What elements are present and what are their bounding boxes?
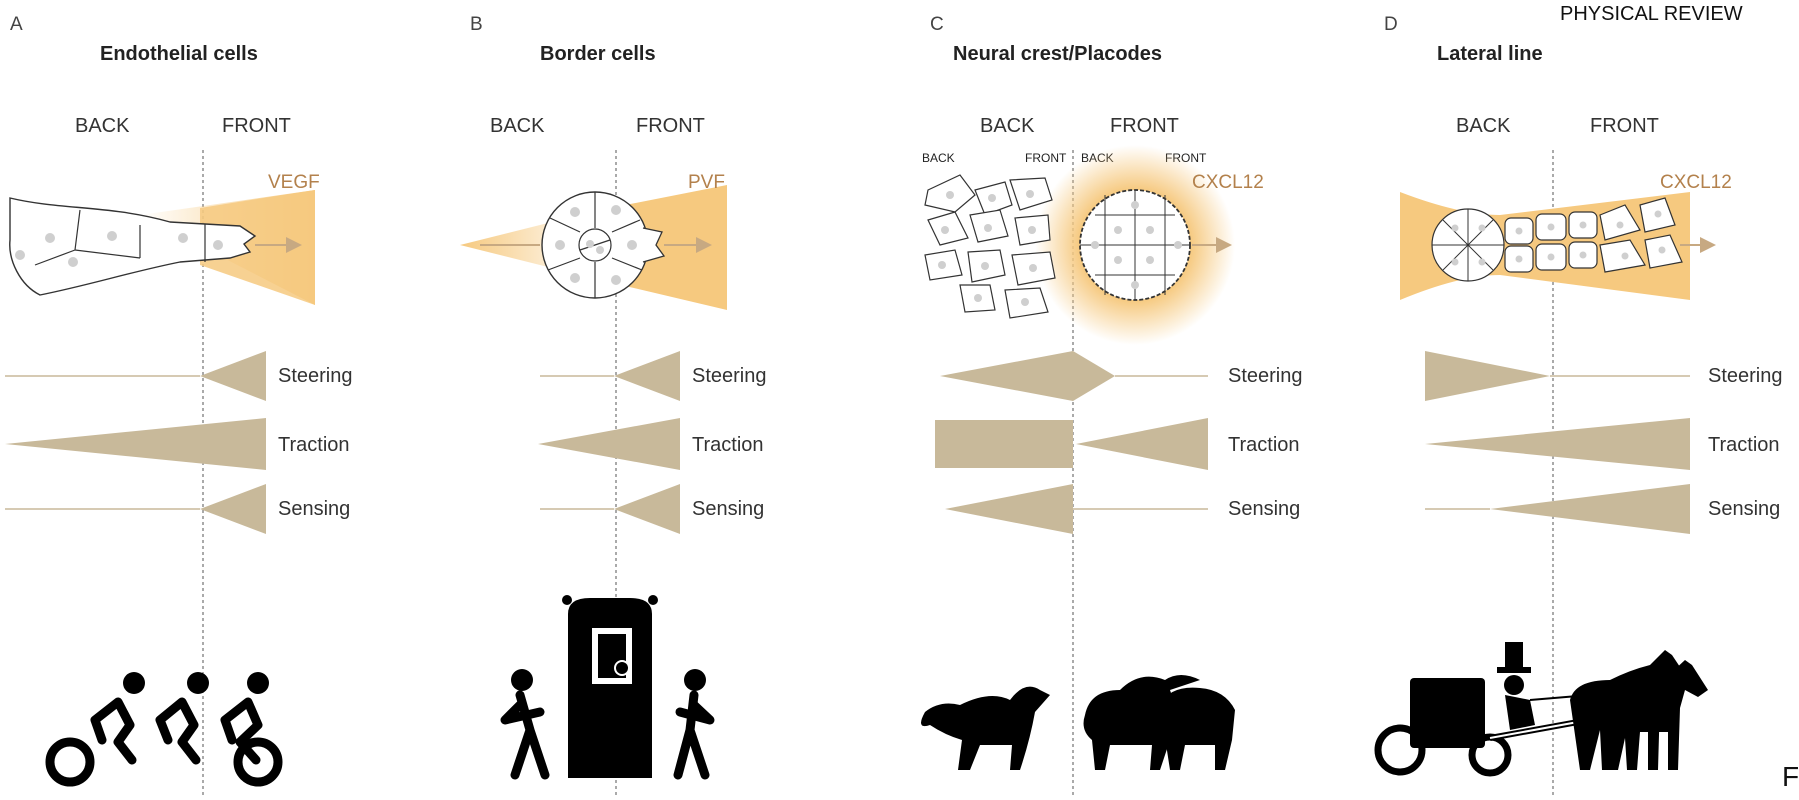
steering-wedge bbox=[200, 351, 266, 401]
traction-wedge bbox=[538, 418, 680, 470]
sensing-wedge bbox=[200, 484, 266, 534]
panel-title: Lateral line bbox=[1437, 43, 1543, 65]
sensing-label: Sensing bbox=[1228, 498, 1300, 520]
traction-label: Traction bbox=[1228, 434, 1300, 456]
page-fragment: F bbox=[1782, 761, 1799, 792]
placode-junctions bbox=[1080, 190, 1190, 300]
journal-header: PHYSICAL REVIEW bbox=[1560, 3, 1743, 25]
back-label: BACK bbox=[980, 115, 1035, 137]
placode-nuclei bbox=[1091, 201, 1182, 289]
panel-title: Neural crest/Placodes bbox=[953, 43, 1162, 65]
panel-title: Border cells bbox=[540, 43, 656, 65]
steering-label: Steering bbox=[1708, 365, 1783, 387]
traction-wedge bbox=[1076, 418, 1208, 470]
cell-junctions bbox=[34, 209, 206, 266]
sedan-chair-icon bbox=[500, 595, 715, 780]
panel-d: D Lateral line BACK FRONT CXCL12 bbox=[1374, 14, 1783, 795]
front-label: FRONT bbox=[1110, 115, 1179, 137]
sensing-label: Sensing bbox=[692, 498, 764, 520]
sub-front-label: FRONT bbox=[1025, 151, 1067, 165]
sensing-label: Sensing bbox=[278, 498, 350, 520]
panel-letter: C bbox=[930, 14, 944, 35]
back-label: BACK bbox=[75, 115, 130, 137]
tandem-bicycle-icon bbox=[45, 672, 283, 787]
back-label: BACK bbox=[1456, 115, 1511, 137]
panel-b: B Border cells BACK FRONT PVF Steering T… bbox=[460, 14, 767, 795]
steering-wedge bbox=[1425, 351, 1550, 401]
traction-block bbox=[935, 420, 1073, 468]
steering-label: Steering bbox=[1228, 365, 1303, 387]
vegf-gradient-core bbox=[200, 190, 315, 305]
back-label: BACK bbox=[490, 115, 545, 137]
front-label: FRONT bbox=[636, 115, 705, 137]
nuclei bbox=[938, 190, 1037, 306]
front-label: FRONT bbox=[222, 115, 291, 137]
horse-carriage-icon bbox=[1374, 642, 1708, 777]
panel-a: A Endothelial cells BACK FRONT VEGF Stee… bbox=[5, 14, 353, 795]
signal-label: PVF bbox=[688, 172, 725, 193]
panel-c: C Neural crest/Placodes BACK FRONT BACK … bbox=[921, 14, 1303, 795]
sensing-wedge bbox=[1490, 484, 1690, 534]
signal-label: VEGF bbox=[268, 172, 320, 193]
leading-protrusion bbox=[642, 227, 666, 263]
steering-label: Steering bbox=[692, 365, 767, 387]
steering-wedge bbox=[614, 351, 680, 401]
steering-wedge bbox=[940, 351, 1115, 401]
panel-title: Endothelial cells bbox=[100, 43, 258, 65]
nuclei bbox=[15, 231, 223, 267]
traction-label: Traction bbox=[692, 434, 764, 456]
front-label: FRONT bbox=[1590, 115, 1659, 137]
panel-letter: A bbox=[10, 14, 23, 35]
sub-back-label: BACK bbox=[922, 151, 955, 165]
cell-junctions bbox=[547, 192, 643, 298]
traction-wedge bbox=[5, 418, 266, 470]
steering-label: Steering bbox=[278, 365, 353, 387]
sensing-wedge bbox=[614, 484, 680, 534]
nuclei bbox=[555, 205, 637, 285]
rosette-junctions bbox=[1432, 209, 1504, 281]
sensing-label: Sensing bbox=[1708, 498, 1780, 520]
signal-label: CXCL12 bbox=[1192, 172, 1264, 193]
panel-letter: B bbox=[470, 14, 483, 35]
sheepdog-and-sheep-icon bbox=[921, 675, 1235, 770]
sensing-wedge bbox=[945, 484, 1073, 534]
nuclei bbox=[1451, 210, 1666, 266]
endothelial-sprout bbox=[9, 197, 257, 296]
signal-label: CXCL12 bbox=[1660, 172, 1732, 193]
traction-label: Traction bbox=[1708, 434, 1780, 456]
panel-letter: D bbox=[1384, 14, 1398, 35]
polar-cell-junction bbox=[579, 239, 611, 251]
traction-wedge bbox=[1425, 418, 1690, 470]
traction-label: Traction bbox=[278, 434, 350, 456]
